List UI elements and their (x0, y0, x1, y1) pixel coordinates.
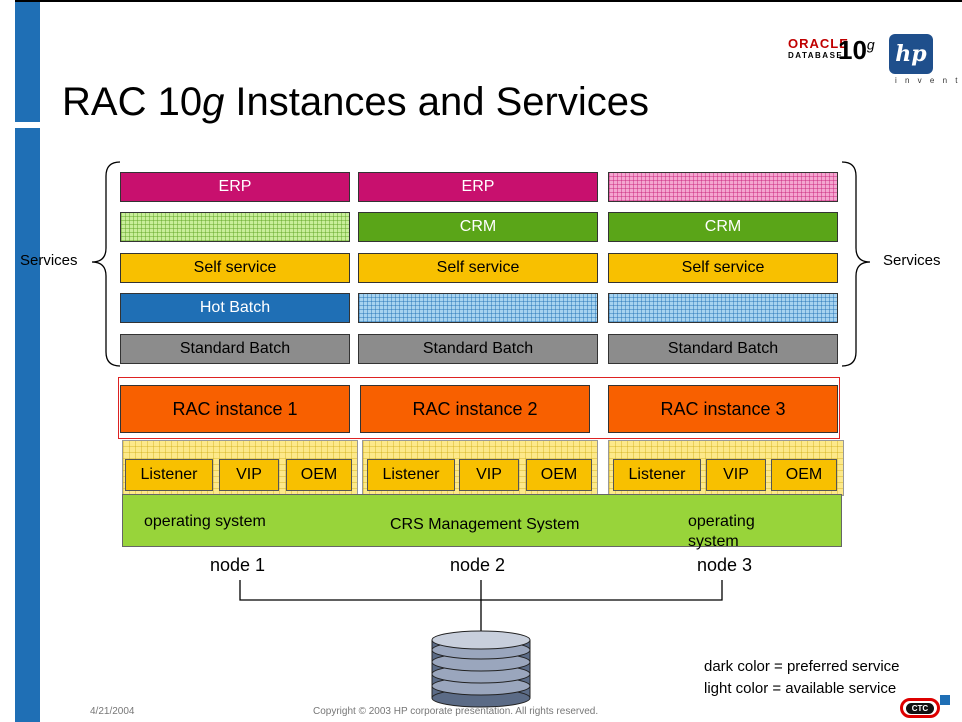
oem-node3: OEM (771, 459, 837, 491)
oem-node1: OEM (286, 459, 352, 491)
oracle-10g-logo: 10g (838, 35, 875, 65)
rac-instance-3: RAC instance 3 (608, 385, 838, 433)
service-self-node3: Self service (608, 253, 838, 283)
service-erp-available-node3 (608, 172, 838, 202)
service-erp-node2: ERP (358, 172, 598, 202)
service-stdbatch-node1: Standard Batch (120, 334, 350, 364)
listener-node3: Listener (613, 459, 701, 491)
legend-light: light color = available service (704, 680, 897, 697)
service-crm-available-node1 (120, 212, 350, 242)
service-self-node2: Self service (358, 253, 598, 283)
os-label-left: operating system (144, 513, 266, 530)
services-label-right: Services (883, 252, 941, 269)
crs-management-label: CRS Management System (390, 516, 580, 533)
node-label-3: node 3 (697, 555, 753, 575)
os-crs-band (122, 494, 842, 547)
listener-node2: Listener (367, 459, 455, 491)
footer-copyright: Copyright © 2003 HP corporate presentati… (313, 706, 599, 717)
oracle-database-logo: ORACLE DATABASE (788, 36, 873, 70)
oracle-wordmark: ORACLE (788, 36, 849, 51)
hp-logo: hp (889, 34, 933, 74)
hp-invent-tagline: i n v e n t (895, 76, 961, 85)
database-disk-stack-icon (431, 630, 531, 708)
service-stdbatch-node2: Standard Batch (358, 334, 598, 364)
left-brace (91, 161, 121, 367)
service-erp-node1: ERP (120, 172, 350, 202)
node-label-1: node 1 (210, 555, 266, 575)
os-label-right-line2: system (688, 533, 739, 550)
legend-dark: dark color = preferred service (704, 658, 900, 675)
page-title: RAC 10g Instances and Services (62, 80, 649, 124)
left-bar-notch (15, 122, 40, 128)
oem-node2: OEM (526, 459, 592, 491)
rac-instance-1: RAC instance 1 (120, 385, 350, 433)
vip-node1: VIP (219, 459, 279, 491)
vip-node3: VIP (706, 459, 766, 491)
ctc-logo: CTC (900, 698, 940, 718)
rac-instances-outline (118, 377, 840, 439)
right-brace (841, 161, 871, 367)
footer-date: 4/21/2004 (90, 706, 135, 717)
service-crm-node2: CRM (358, 212, 598, 242)
node-label-2: node 2 (450, 555, 506, 575)
listener-node1: Listener (125, 459, 213, 491)
services-label-left: Services (20, 252, 78, 269)
os-label-right-line1: operating (688, 513, 755, 530)
rac-instance-2: RAC instance 2 (360, 385, 590, 433)
service-self-node1: Self service (120, 253, 350, 283)
top-border (15, 0, 962, 2)
left-margin (0, 0, 15, 722)
service-hotbatch-node1: Hot Batch (120, 293, 350, 323)
service-hotbatch-available-node2 (358, 293, 598, 323)
service-crm-node3: CRM (608, 212, 838, 242)
database-wordmark: DATABASE (788, 51, 844, 60)
service-stdbatch-node3: Standard Batch (608, 334, 838, 364)
service-hotbatch-available-node3 (608, 293, 838, 323)
footer-blue-square (940, 695, 950, 705)
vip-node2: VIP (459, 459, 519, 491)
